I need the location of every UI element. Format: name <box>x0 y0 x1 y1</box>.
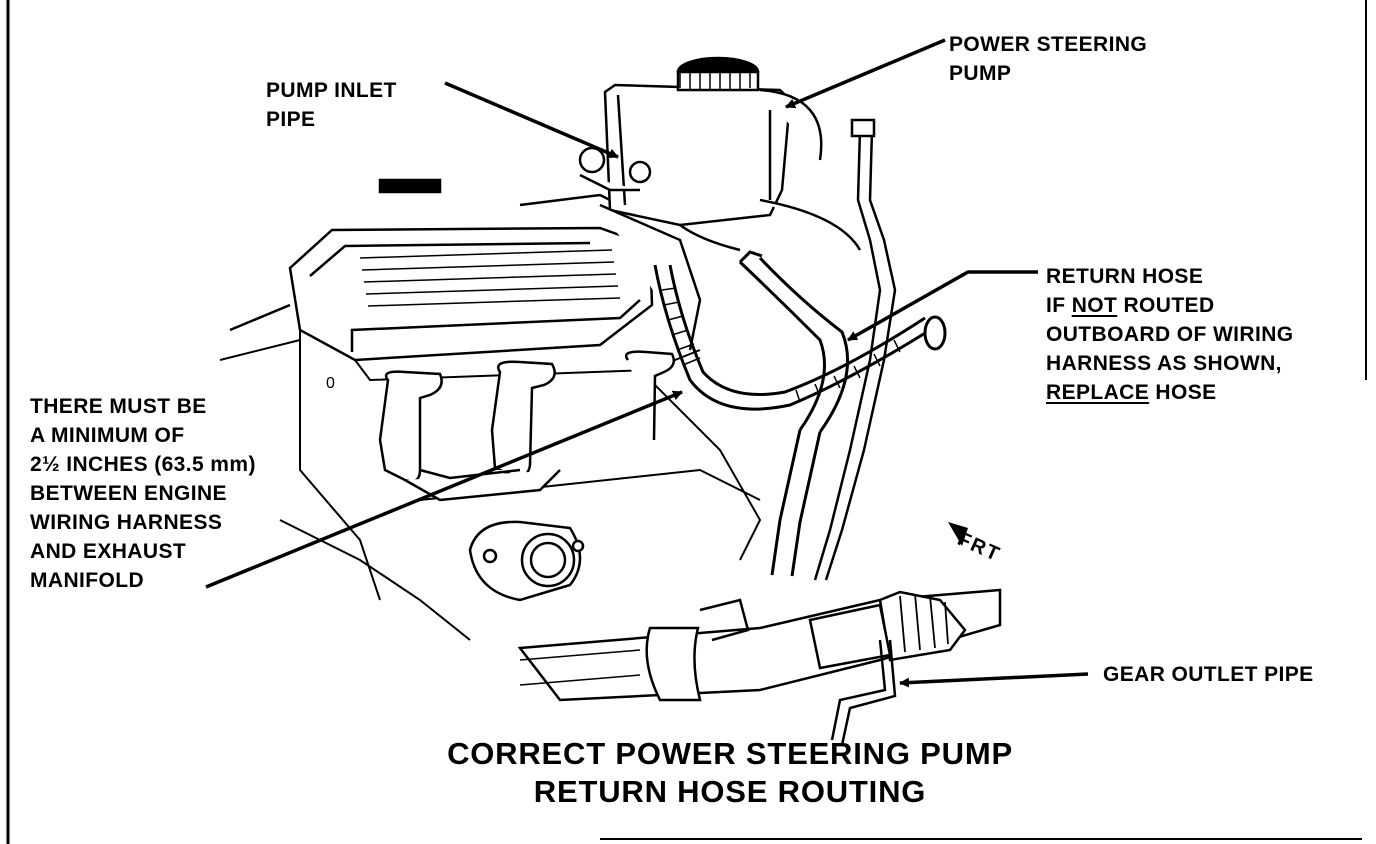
leader-gear-outlet <box>899 672 1089 688</box>
label-return-hose-line-2: IF NOT ROUTED <box>1046 291 1294 320</box>
label-clearance-line-3: 2½ INCHES (63.5 mm) <box>30 453 256 476</box>
return-hose-routed: ROUTED <box>1117 294 1215 317</box>
leader-return-hose <box>847 270 1038 342</box>
return-hose-replace: REPLACE <box>1046 381 1150 404</box>
label-return-hose-line-1: RETURN HOSE <box>1046 265 1204 288</box>
label-return-hose: RETURN HOSE IF NOT ROUTED OUTBOARD OF WI… <box>1046 262 1294 407</box>
leader-lines <box>205 38 1089 688</box>
pump-inlet-fitting <box>378 146 702 351</box>
steering-gear <box>517 588 1002 702</box>
diagram-title-line-2: RETURN HOSE ROUTING <box>533 774 927 809</box>
return-hose <box>738 250 850 577</box>
diagram-title-line-1: CORRECT POWER STEERING PUMP <box>447 736 1013 771</box>
page-frame <box>6 0 1367 844</box>
return-hose-if: IF <box>1046 294 1072 317</box>
svg-text:0: 0 <box>326 375 335 392</box>
front-direction-arrow <box>948 522 968 546</box>
leader-pump-inlet <box>444 81 619 159</box>
label-clearance-line-5: WIRING HARNESS <box>30 511 223 534</box>
label-clearance-line-4: BETWEEN ENGINE <box>30 482 227 505</box>
label-minimum-clearance: THERE MUST BE A MINIMUM OF 2½ INCHES (63… <box>30 392 256 595</box>
label-pump-inlet-line-1: PUMP INLET <box>266 79 397 102</box>
label-ps-pump-line-2: PUMP <box>949 62 1012 85</box>
label-return-hose-line-5: REPLACE HOSE <box>1046 378 1294 407</box>
label-return-hose-line-4: HARNESS AS SHOWN, <box>1046 352 1282 375</box>
valve-cover <box>229 193 654 362</box>
wiring-harness <box>653 264 947 411</box>
label-return-hose-line-3: OUTBOARD OF WIRING <box>1046 323 1294 346</box>
leader-minimum-clearance <box>205 390 683 589</box>
return-hose-not: NOT <box>1071 294 1118 317</box>
label-pump-inlet-line-2: PIPE <box>266 108 316 131</box>
label-clearance-line-7: MANIFOLD <box>30 569 145 592</box>
label-pump-inlet-pipe: PUMP INLET PIPE <box>266 76 397 134</box>
label-clearance-line-2: A MINIMUM OF <box>30 424 185 447</box>
label-gear-outlet-pipe: GEAR OUTLET PIPE <box>1103 663 1314 686</box>
label-ps-pump-line-1: POWER STEERING <box>949 33 1148 56</box>
pump-reservoir <box>603 56 862 252</box>
leader-power-steering-pump <box>785 38 946 109</box>
exhaust-flange <box>468 520 585 602</box>
label-clearance-line-6: AND EXHAUST <box>30 540 187 563</box>
label-clearance-line-1: THERE MUST BE <box>30 395 207 418</box>
return-hose-hose: HOSE <box>1149 381 1217 404</box>
pressure-line <box>813 118 897 581</box>
exhaust-manifold <box>378 350 675 502</box>
gear-outlet-pipe <box>830 639 897 746</box>
label-power-steering-pump: POWER STEERING PUMP <box>949 30 1147 88</box>
